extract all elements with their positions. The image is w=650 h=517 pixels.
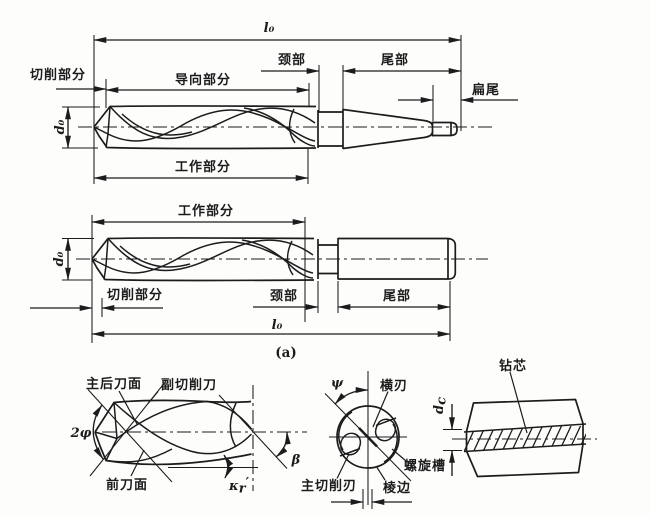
major-edge-leader: [336, 453, 350, 479]
label-straight-tail: 尾部: [383, 288, 411, 304]
caption-a: (a): [275, 345, 297, 361]
web-hatching: [464, 425, 586, 452]
label-major-cutting-edge: 主切削刃: [301, 478, 357, 494]
label-major-flank: 主后刀面: [86, 376, 142, 392]
point-end-view-drawing: ψ 横刃 螺旋槽 主切削刃 棱边: [301, 371, 446, 509]
major-flank-leader: [118, 390, 138, 425]
point-side-view-drawing: 2φ β κr′ 主后刀面 副切削刀 前刀面: [70, 376, 307, 497]
label-chisel-edge: 横刃: [380, 378, 408, 394]
label-straight-overall-length: l₀: [272, 318, 283, 333]
chisel-edge-line: [358, 427, 378, 448]
label-margin: 棱边: [383, 480, 411, 496]
web-section-drawing: dc 钻芯: [432, 358, 597, 478]
taper-shank-drill-drawing: d₀ l₀ 颈部 尾部 导向部分 切削部分 扁尾 工作部分: [30, 21, 518, 184]
flute-leader: [391, 448, 407, 462]
label-flute: 螺旋槽: [404, 458, 446, 474]
label-rake-face: 前刀面: [106, 477, 148, 493]
label-web: 钻芯: [499, 358, 527, 374]
label-taper-cutting-part: 切削部分: [30, 67, 86, 83]
label-minor-cutting-edge: 副切削刀: [161, 377, 217, 393]
label-straight-diameter: d₀: [52, 251, 67, 266]
label-taper-overall-length: l₀: [264, 21, 275, 36]
label-taper-working-part: 工作部分: [175, 159, 231, 175]
label-straight-cutting-part: 切削部分: [107, 287, 163, 303]
label-straight-working-part: 工作部分: [178, 203, 234, 219]
label-minor-edge-angle: κr′: [228, 476, 250, 497]
straight-shank-drill-drawing: 工作部分 d₀ 切削部分 颈部 尾部 l₀: [30, 203, 488, 343]
label-helix-angle: β: [291, 453, 301, 468]
chisel-edge-leader: [372, 391, 389, 428]
label-web-diameter: dc: [432, 397, 450, 414]
label-straight-neck: 颈部: [270, 288, 298, 304]
web-leader: [509, 371, 528, 434]
label-taper-tang: 扁尾: [472, 82, 500, 98]
rake-face-leader: [130, 449, 145, 477]
label-chisel-edge-angle: ψ: [331, 376, 344, 391]
label-point-angle: 2φ: [70, 426, 92, 441]
label-taper-tail: 尾部: [381, 52, 409, 68]
label-taper-guide-part: 导向部分: [175, 72, 231, 88]
margin-leader: [376, 467, 386, 481]
label-taper-neck: 颈部: [278, 52, 306, 68]
minor-edge-leader: [147, 391, 159, 404]
label-taper-diameter: d₀: [53, 119, 68, 134]
